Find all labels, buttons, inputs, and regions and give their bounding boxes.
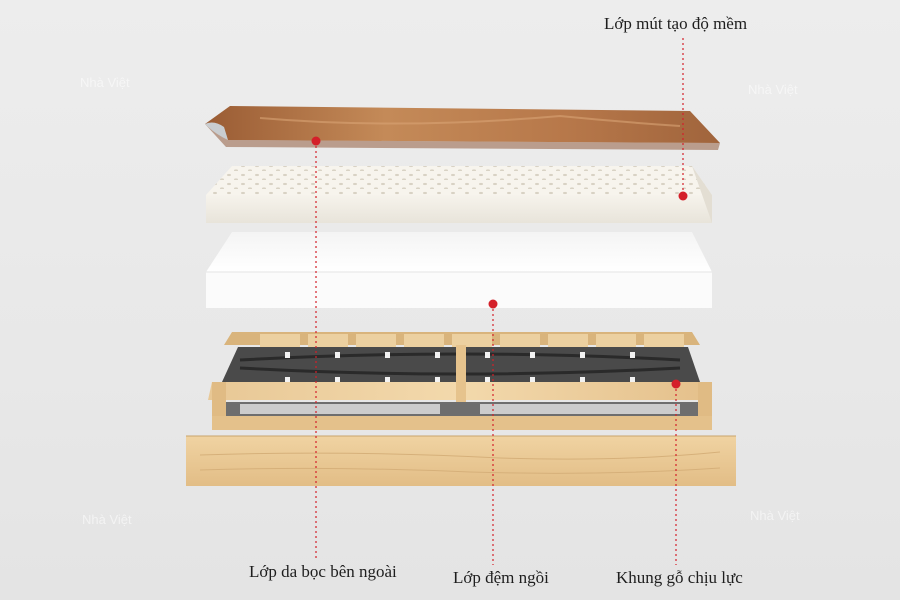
marker-dot-cushion (488, 299, 498, 309)
watermark: Nhà Việt (748, 82, 798, 97)
soft-foam-layer (206, 166, 712, 223)
label-top-foam: Lớp mút tạo độ mềm (604, 14, 748, 33)
watermark: Nhà Việt (82, 512, 132, 527)
marker-dot-frame (671, 379, 681, 389)
marker-dot-leather (311, 136, 321, 146)
seat-cushion-layer (206, 232, 712, 308)
wooden-frame (186, 332, 736, 486)
watermark: Nhà Việt (750, 508, 800, 523)
label-frame: Khung gỗ chịu lực (616, 568, 743, 587)
watermark: Nhà Việt (80, 75, 130, 90)
marker-dot-top-foam (678, 191, 688, 201)
leather-layer (205, 106, 720, 150)
label-leather: Lớp da bọc bên ngoài (249, 562, 397, 581)
label-cushion: Lớp đệm ngồi (453, 568, 549, 587)
